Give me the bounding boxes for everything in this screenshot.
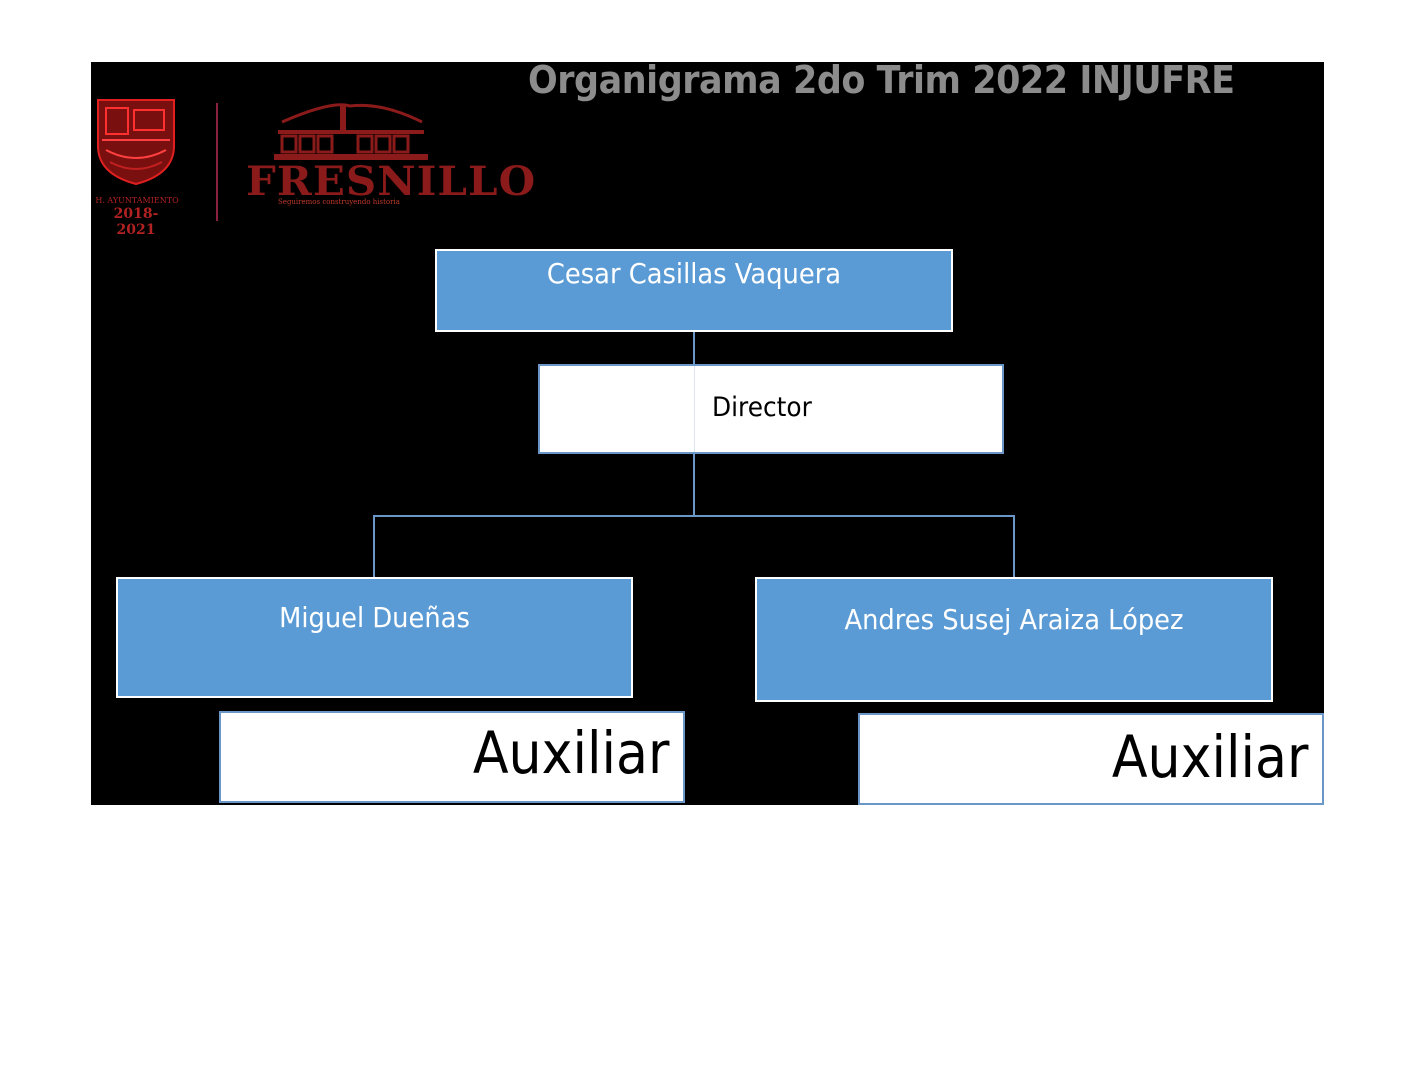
node-name: Miguel Dueñas [279, 601, 470, 634]
shield-caption: H. AYUNTAMIENTO [95, 196, 179, 205]
org-node-child-1[interactable]: Miguel Dueñas [116, 577, 633, 698]
org-node-child-2[interactable]: Andres Susej Araiza López [755, 577, 1273, 702]
node-name: Cesar Casillas Vaquera [546, 257, 842, 290]
org-node-root[interactable]: Cesar Casillas Vaquera [435, 249, 953, 332]
role-box-root: Director [538, 364, 1004, 454]
fresnillo-tagline: Seguiremos construyendo historia [278, 198, 400, 206]
node-name: Andres Susej Araiza López [844, 603, 1184, 636]
role-label: Director [712, 392, 812, 423]
connector-role-to-bus [693, 453, 695, 516]
fresnillo-building-logo [274, 103, 428, 160]
page-title: Organigrama 2do Trim 2022 INJUFRE [528, 58, 1235, 102]
connector-bus-to-child-2 [1013, 515, 1015, 578]
logo-divider [216, 103, 218, 221]
connector-bus-to-child-1 [373, 515, 375, 578]
role-box-child-2: Auxiliar [858, 713, 1324, 805]
shield-years: 2018-2021 [113, 206, 159, 238]
role-box-child-1: Auxiliar [219, 711, 685, 803]
connector-root-to-role [693, 331, 695, 366]
connector-overlay [694, 366, 695, 452]
fresnillo-wordmark: FRESNILLO [246, 158, 537, 205]
connector-horizontal-bus [373, 515, 1015, 517]
role-label: Auxiliar [1111, 723, 1308, 791]
municipal-shield-logo [97, 99, 175, 186]
role-label: Auxiliar [472, 719, 669, 787]
